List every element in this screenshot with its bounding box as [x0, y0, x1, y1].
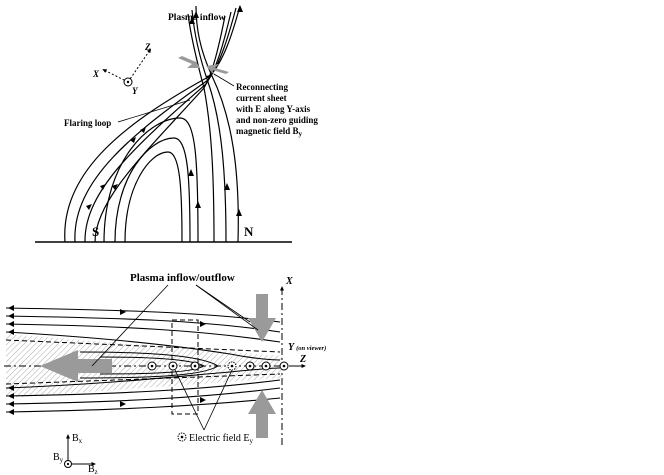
reconnecting-current-sheet-label: Reconnecting current sheet with E along …: [236, 82, 318, 138]
field-line-n1: [195, 5, 239, 243]
bottom-axis-z-label: Z: [299, 354, 306, 365]
legend-bx: Bx: [72, 433, 83, 445]
plasma-inflow-arrow-right: [206, 64, 229, 77]
field-line-s2: [74, 7, 237, 243]
flaring-loop-outer: [103, 117, 199, 243]
plasma-inflow-arrow-top: [248, 294, 276, 342]
footpoint-s-label: S: [92, 224, 99, 239]
field-line-n2: [191, 9, 227, 243]
b-field-legend: Bx By Bz: [53, 433, 98, 475]
inflow-outflow-pointers: [91, 284, 259, 367]
bottom-axis-y-label: Y(on viewer): [288, 342, 326, 353]
legend-bz: Bz: [88, 464, 98, 475]
field-direction-arrows: [86, 5, 243, 216]
axis-x-label: X: [92, 69, 100, 79]
field-line-s3: [84, 11, 232, 243]
axis-z-label: Z: [144, 42, 151, 52]
plasma-outflow-arrow: [40, 350, 112, 382]
electric-field-label: Electric field Ey: [189, 433, 254, 445]
field-line-n3: [187, 13, 215, 243]
separatrix-lines: [5, 339, 281, 385]
field-line-s1: [64, 5, 241, 243]
flaring-loop-inner: [124, 151, 183, 243]
plasma-inflow-arrow-bottom: [248, 390, 276, 438]
flaring-loop-middle: [114, 137, 191, 243]
plasma-inflow-label: Plasma inflow: [168, 13, 225, 23]
plasma-inflow-arrow-left: [178, 55, 200, 68]
reconnecting-line-3: with E along Y-axis: [236, 104, 311, 114]
electric-field-markers: [147, 361, 289, 371]
reconnecting-line-5: magnetic field By: [236, 126, 303, 138]
flaring-loop-label: Flaring loop: [64, 118, 111, 128]
plasma-inflow-outflow-label: Plasma inflow/outflow: [130, 272, 235, 284]
top-axis-triad: [102, 48, 152, 87]
bottom-panel: Plasma inflow/outflow X Y(on viewer) Z E…: [4, 272, 326, 475]
field-line-s4: [94, 15, 226, 243]
axis-y-label: Y: [132, 86, 139, 96]
bottom-field-arrows: [8, 305, 206, 415]
electric-field-pointers: [174, 369, 233, 431]
field-lines-lower: [5, 367, 281, 413]
reconnecting-line-1: Reconnecting: [236, 82, 288, 92]
flaring-loop-pointer: [117, 99, 191, 123]
electric-field-legend: Electric field Ey: [177, 432, 254, 445]
reconnecting-pointer: [213, 73, 235, 87]
bottom-axis-x-label: X: [285, 276, 293, 287]
footpoint-n-label: N: [244, 224, 254, 239]
top-panel: Plasma inflow X Z Y Reconnecting current…: [35, 5, 318, 243]
reconnecting-line-2: current sheet: [236, 93, 287, 103]
reconnecting-line-4: and non-zero guiding: [236, 115, 318, 125]
legend-by: By: [53, 452, 64, 464]
